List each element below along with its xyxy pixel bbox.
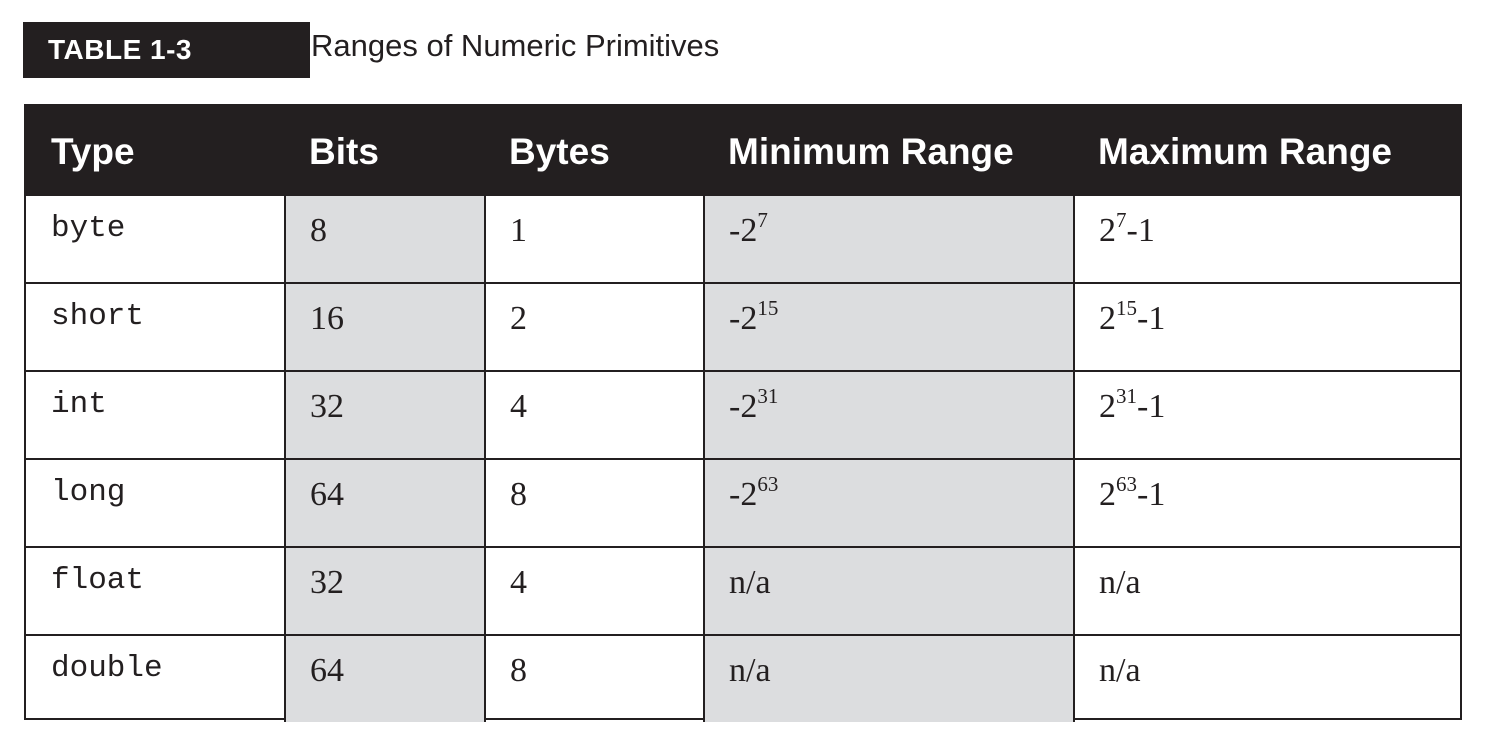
table-row-long: long 64 8 -263 263-1 <box>26 458 1460 546</box>
maximum-range-cell: 263-1 <box>1073 460 1462 546</box>
type-cell: int <box>51 387 107 422</box>
table-caption-label: TABLE 1-3 <box>23 22 310 78</box>
minimum-range-cell: n/a <box>703 548 1073 634</box>
bits-cell: 64 <box>284 636 484 722</box>
bytes-cell: 8 <box>484 460 703 546</box>
header-type: Type <box>51 131 135 172</box>
header-bytes: Bytes <box>509 131 610 172</box>
type-cell: short <box>51 299 145 334</box>
table-row-byte: byte 8 1 -27 27-1 <box>26 194 1460 282</box>
minimum-range-cell: -263 <box>703 460 1073 546</box>
bits-cell: 16 <box>284 284 484 370</box>
table-header-row: Type Bits Bytes Minimum Range Maximum Ra… <box>26 106 1460 194</box>
bytes-cell: 2 <box>484 284 703 370</box>
maximum-range-cell: 231-1 <box>1073 372 1462 458</box>
maximum-range-cell: n/a <box>1073 636 1462 722</box>
bytes-cell: 8 <box>484 636 703 722</box>
header-bits: Bits <box>309 131 379 172</box>
bits-cell: 8 <box>284 196 484 282</box>
table-row-short: short 16 2 -215 215-1 <box>26 282 1460 370</box>
maximum-range-cell: 27-1 <box>1073 196 1462 282</box>
table-row-double: double 64 8 n/a n/a <box>26 634 1460 722</box>
minimum-range-cell: -27 <box>703 196 1073 282</box>
header-minimum-range: Minimum Range <box>728 131 1014 172</box>
type-cell: long <box>51 475 126 510</box>
table-row-int: int 32 4 -231 231-1 <box>26 370 1460 458</box>
type-cell: double <box>51 651 163 686</box>
minimum-range-cell: -231 <box>703 372 1073 458</box>
bytes-cell: 4 <box>484 548 703 634</box>
bits-cell: 32 <box>284 548 484 634</box>
table-row-float: float 32 4 n/a n/a <box>26 546 1460 634</box>
numeric-primitives-table: Type Bits Bytes Minimum Range Maximum Ra… <box>24 104 1462 722</box>
header-maximum-range: Maximum Range <box>1098 131 1393 172</box>
bits-cell: 64 <box>284 460 484 546</box>
table-caption-title: Ranges of Numeric Primitives <box>311 28 720 63</box>
minimum-range-cell: -215 <box>703 284 1073 370</box>
minimum-range-cell: n/a <box>703 636 1073 722</box>
bytes-cell: 4 <box>484 372 703 458</box>
type-cell: float <box>51 563 145 598</box>
bytes-cell: 1 <box>484 196 703 282</box>
bits-cell: 32 <box>284 372 484 458</box>
maximum-range-cell: 215-1 <box>1073 284 1462 370</box>
maximum-range-cell: n/a <box>1073 548 1462 634</box>
type-cell: byte <box>51 211 126 246</box>
